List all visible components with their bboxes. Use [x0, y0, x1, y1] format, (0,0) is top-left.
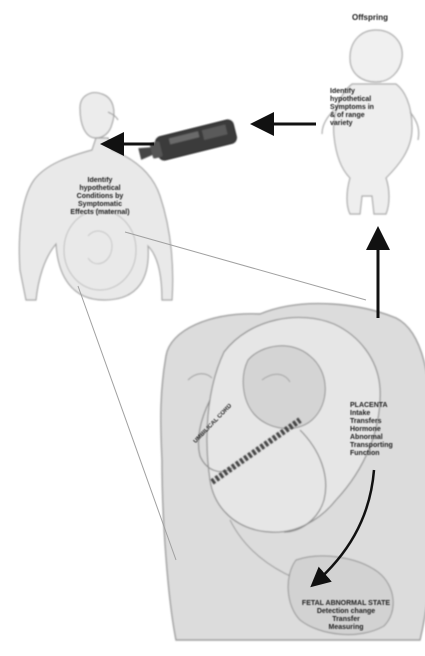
placenta-line-1: PLACENTA	[350, 402, 418, 410]
mother-line-4: Symptomatic	[45, 201, 155, 209]
placenta-description: PLACENTA Intake Transfers Hormone Abnorm…	[350, 402, 418, 458]
placenta-line-3: Transfers	[350, 418, 418, 426]
offspring-line-1: Identify	[330, 88, 420, 96]
placenta-line-2: Intake	[350, 410, 418, 418]
offspring-line-3: Symptoms in	[330, 104, 420, 112]
uterus-fetus-figure	[161, 304, 425, 640]
mother-line-1: Identify	[45, 177, 155, 185]
mother-description: Identify hypothetical Conditions by Symp…	[45, 177, 155, 217]
mother-line-2: hypothetical	[45, 185, 155, 193]
offspring-line-4: & of range	[330, 112, 420, 120]
baby-bottle-icon	[137, 119, 238, 166]
fetus-line-2: Detection change	[296, 608, 396, 616]
offspring-line-2: hypothetical	[330, 96, 420, 104]
fetus-line-3: Transfer	[296, 616, 396, 624]
placenta-line-7: Function	[350, 450, 418, 458]
mother-line-3: Conditions by	[45, 193, 155, 201]
offspring-title: Offspring	[335, 14, 405, 22]
fetus-line-1: FETAL ABNORMAL STATE	[296, 600, 396, 608]
placenta-line-6: Transporting	[350, 442, 418, 450]
placenta-line-5: Abnormal	[350, 434, 418, 442]
mother-line-5: Effects (maternal)	[45, 209, 155, 217]
offspring-description: Identify hypothetical Symptoms in & of r…	[322, 88, 420, 128]
fetus-line-4: Measuring	[296, 624, 396, 632]
offspring-line-5: variety	[330, 120, 420, 128]
placenta-line-4: Hormone	[350, 426, 418, 434]
fetus-description: FETAL ABNORMAL STATE Detection change Tr…	[296, 600, 396, 632]
